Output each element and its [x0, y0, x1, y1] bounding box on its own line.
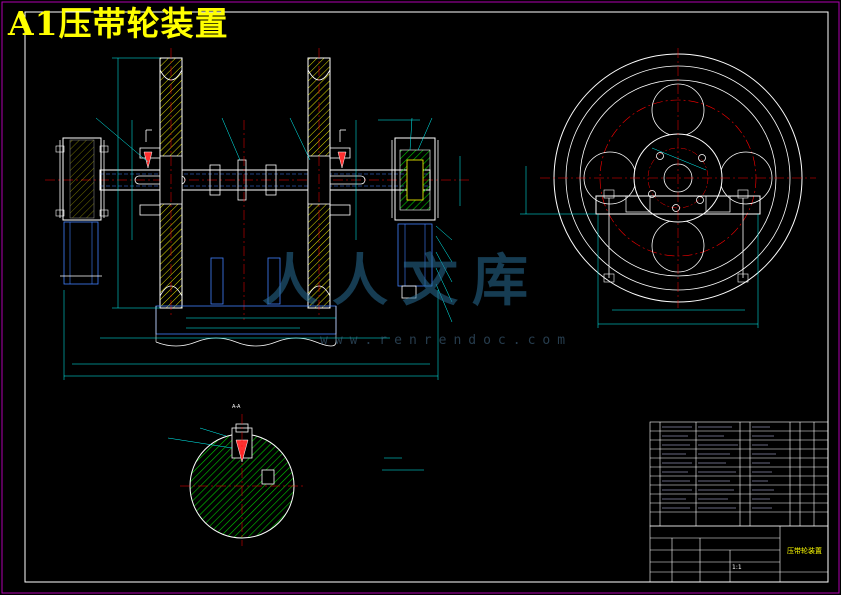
side-bracket [595, 195, 761, 215]
parts-list-text [662, 426, 776, 509]
inner-frame [24, 11, 829, 583]
section-label: A-A [232, 404, 241, 410]
title-block-scale: 1:1 [732, 564, 742, 571]
watermark-logo-text: 人人文库 [262, 248, 542, 314]
tech-note [382, 457, 424, 471]
front-view [45, 48, 470, 380]
side-view [520, 48, 816, 328]
title-block-name: 压带轮装置 [787, 547, 822, 555]
section-view-a-a [167, 414, 305, 546]
watermark-url: www.renrendoc.com [320, 333, 573, 348]
left-bearing-block [62, 137, 102, 221]
right-bearing-block [394, 137, 436, 221]
parts-list [649, 421, 829, 527]
title-block [649, 525, 829, 583]
drawing-title: A1压带轮装置 [8, 4, 229, 43]
